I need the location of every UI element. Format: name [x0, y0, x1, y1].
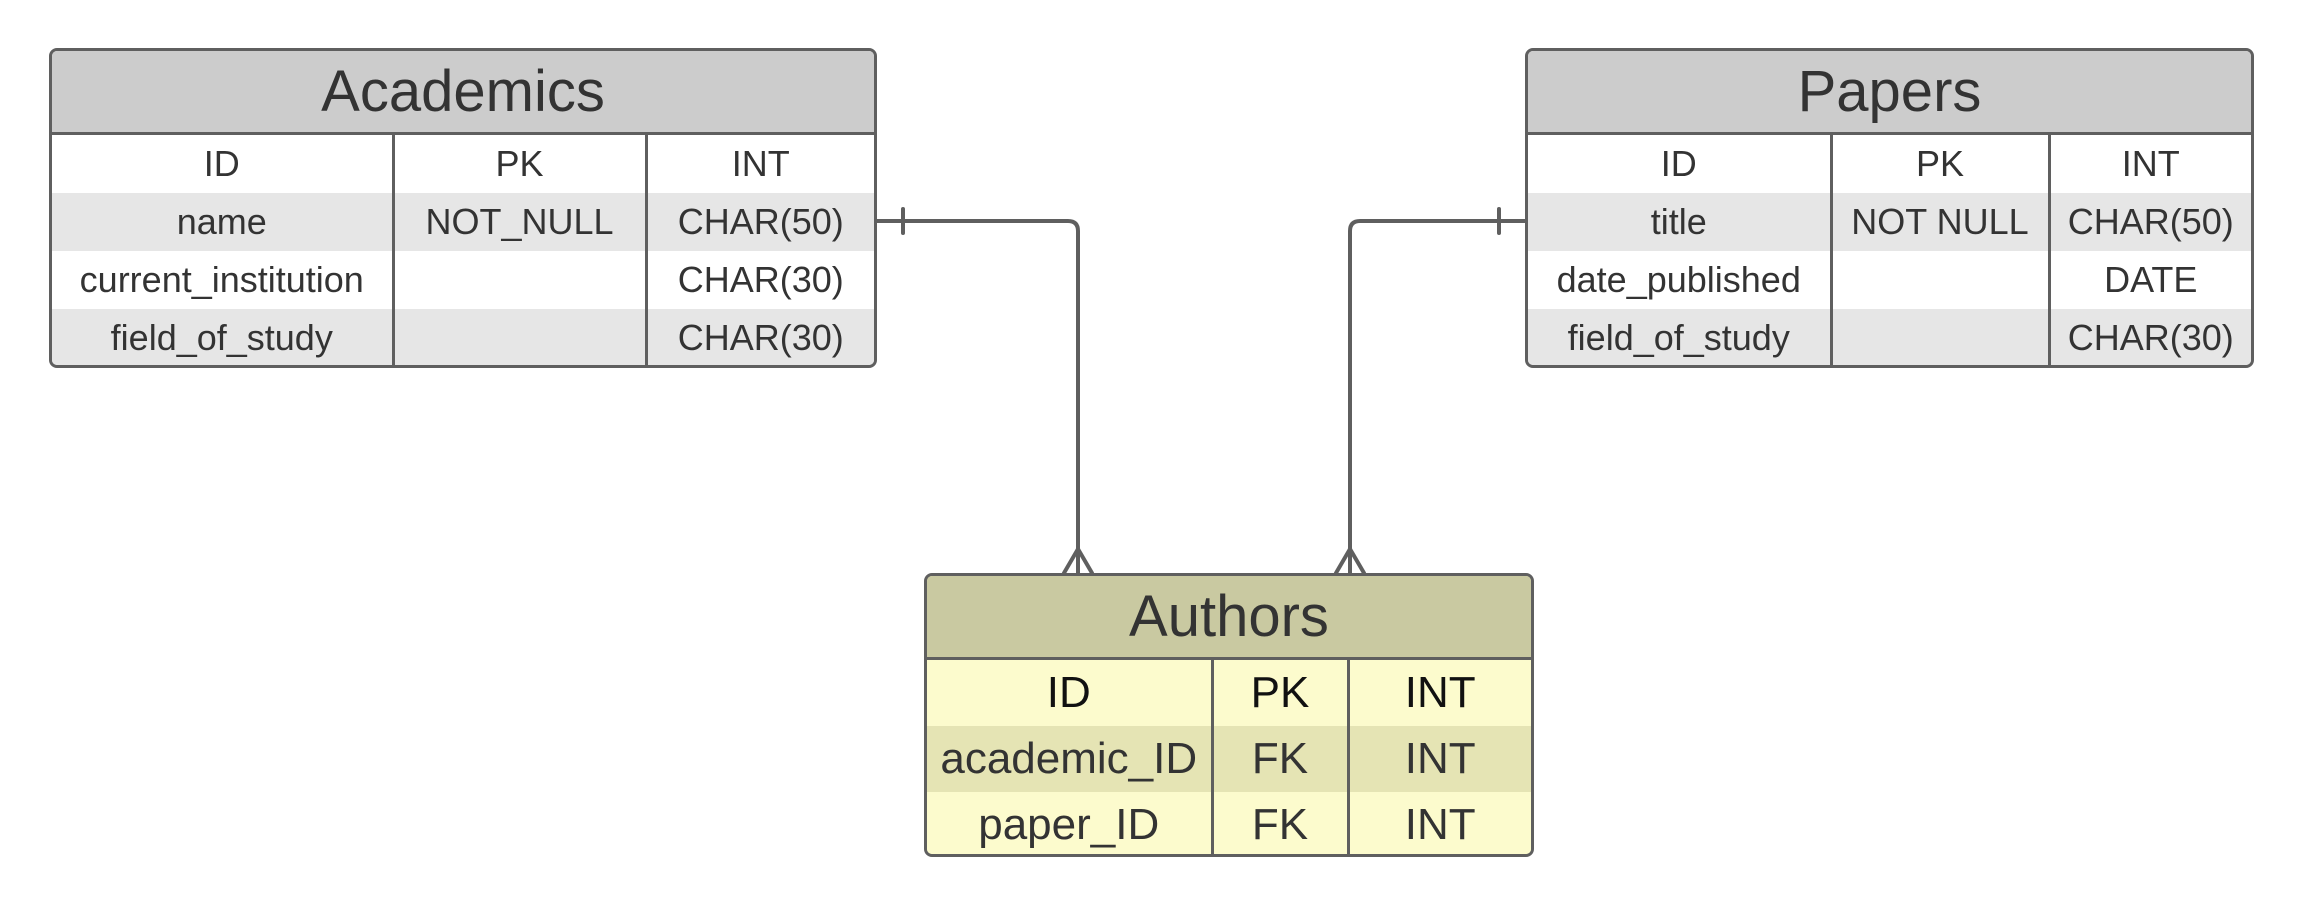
column-type: CHAR(50) — [2047, 193, 2251, 251]
academics-entity[interactable]: Academics ID PK INT name NOT_NULL CHAR(5… — [49, 48, 877, 368]
column-name: ID — [52, 135, 393, 193]
table-row: date_published DATE — [1528, 251, 2251, 309]
column-name: ID — [927, 660, 1212, 726]
column-type: INT — [644, 135, 874, 193]
column-key: PK — [1829, 135, 2049, 193]
table-row: current_institution CHAR(30) — [52, 251, 874, 309]
papers-authors-connector — [1348, 219, 1527, 575]
papers-title: Papers — [1528, 51, 2251, 135]
column-name: title — [1528, 193, 1831, 251]
authors-many-marker-left — [1062, 547, 1094, 575]
column-name: ID — [1528, 135, 1831, 193]
column-type: CHAR(30) — [644, 309, 874, 365]
papers-columns: ID PK INT title NOT NULL CHAR(50) date_p… — [1528, 135, 2251, 365]
column-key: NOT_NULL — [391, 193, 646, 251]
column-key: PK — [391, 135, 646, 193]
column-name: academic_ID — [927, 726, 1212, 792]
column-name: paper_ID — [927, 792, 1212, 854]
column-key: FK — [1210, 726, 1348, 792]
authors-title: Authors — [927, 576, 1531, 660]
column-type: DATE — [2047, 251, 2251, 309]
column-key — [391, 309, 646, 365]
table-row: ID PK INT — [52, 135, 874, 193]
column-type: INT — [1346, 726, 1531, 792]
column-key: PK — [1210, 660, 1348, 726]
column-name: field_of_study — [1528, 309, 1831, 365]
academics-authors-connector — [875, 219, 1080, 575]
papers-entity[interactable]: Papers ID PK INT title NOT NULL CHAR(50)… — [1525, 48, 2254, 368]
table-row: paper_ID FK INT — [927, 792, 1531, 854]
authors-columns: ID PK INT academic_ID FK INT paper_ID FK… — [927, 660, 1531, 854]
column-name: date_published — [1528, 251, 1831, 309]
column-type: CHAR(30) — [2047, 309, 2251, 365]
column-key — [1829, 309, 2049, 365]
column-key: NOT NULL — [1829, 193, 2049, 251]
column-type: CHAR(50) — [644, 193, 874, 251]
authors-many-marker-right — [1334, 547, 1366, 575]
column-name: field_of_study — [52, 309, 393, 365]
table-row: field_of_study CHAR(30) — [52, 309, 874, 365]
academics-columns: ID PK INT name NOT_NULL CHAR(50) current… — [52, 135, 874, 365]
column-type: INT — [2047, 135, 2251, 193]
table-row: ID PK INT — [927, 660, 1531, 726]
table-row: ID PK INT — [1528, 135, 2251, 193]
column-key — [391, 251, 646, 309]
column-key — [1829, 251, 2049, 309]
authors-entity[interactable]: Authors ID PK INT academic_ID FK INT pap… — [924, 573, 1534, 857]
column-type: CHAR(30) — [644, 251, 874, 309]
column-type: INT — [1346, 792, 1531, 854]
column-name: name — [52, 193, 393, 251]
column-name: current_institution — [52, 251, 393, 309]
academics-title: Academics — [52, 51, 874, 135]
column-key: FK — [1210, 792, 1348, 854]
table-row: name NOT_NULL CHAR(50) — [52, 193, 874, 251]
table-row: title NOT NULL CHAR(50) — [1528, 193, 2251, 251]
column-type: INT — [1346, 660, 1531, 726]
table-row: academic_ID FK INT — [927, 726, 1531, 792]
table-row: field_of_study CHAR(30) — [1528, 309, 2251, 365]
